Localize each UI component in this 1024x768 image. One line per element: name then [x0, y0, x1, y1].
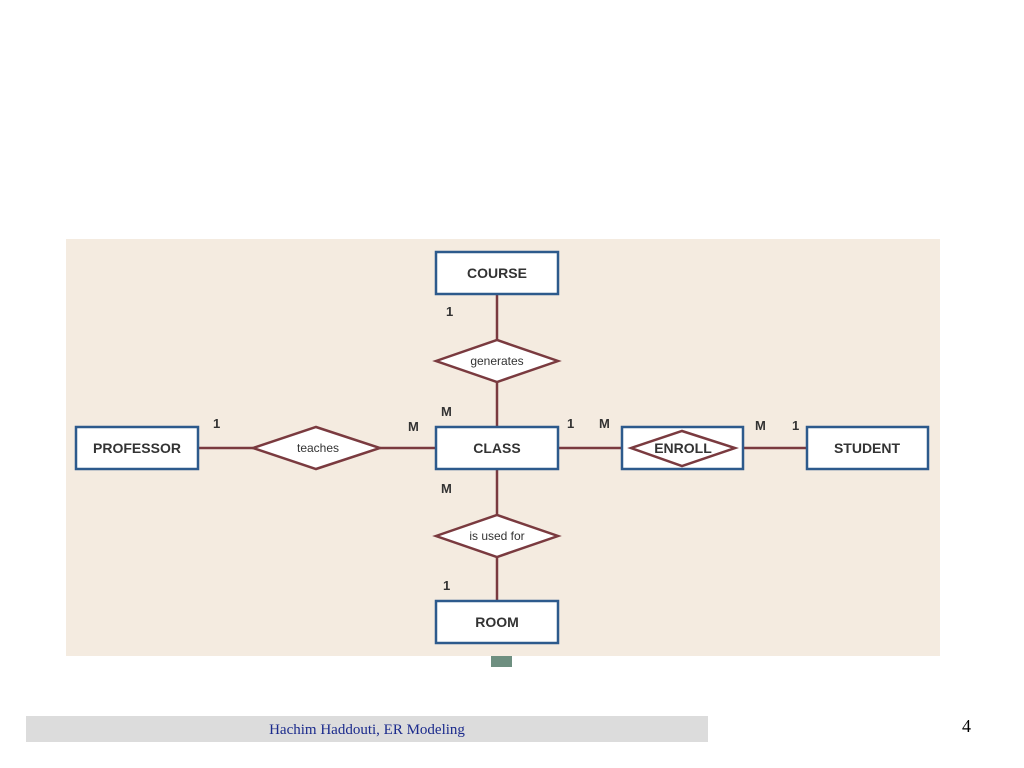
entity-room: ROOM — [434, 599, 560, 645]
cardinality-class-room: M — [441, 481, 452, 496]
relationship-is-used-for: is used for — [432, 513, 562, 559]
relationship-teaches: teaches — [249, 425, 385, 471]
cardinality-enroll-student: M — [755, 418, 766, 433]
entity-course-label: COURSE — [467, 265, 527, 281]
entity-room-label: ROOM — [475, 614, 519, 630]
slide-marker — [491, 656, 512, 667]
cardinality-course-generates: 1 — [446, 304, 453, 319]
cardinality-student-enroll: 1 — [792, 418, 799, 433]
cardinality-enroll-class: M — [599, 416, 610, 431]
entity-course: COURSE — [434, 250, 560, 296]
cardinality-room-class: 1 — [443, 578, 450, 593]
cardinality-professor-teaches: 1 — [213, 416, 220, 431]
relationship-teaches-label: teaches — [297, 441, 339, 455]
entity-professor: PROFESSOR — [74, 425, 200, 471]
page-number: 4 — [962, 716, 971, 736]
entity-student: STUDENT — [805, 425, 930, 471]
enroll-inner-diamond — [627, 429, 739, 468]
entity-class-label: CLASS — [473, 440, 520, 456]
footer-text: Hachim Haddouti, ER Modeling — [269, 722, 465, 738]
entity-enroll: ENROLL — [620, 425, 745, 471]
entity-student-label: STUDENT — [834, 440, 901, 456]
relationship-generates-label: generates — [470, 354, 523, 368]
entity-professor-label: PROFESSOR — [93, 440, 181, 456]
cardinality-class-teaches: M — [408, 419, 419, 434]
relationship-generates: generates — [432, 338, 562, 384]
relationship-is-used-for-label: is used for — [469, 529, 524, 543]
footer-bar — [26, 716, 708, 742]
entity-class: CLASS — [434, 425, 560, 471]
cardinality-class-enroll: 1 — [567, 416, 574, 431]
cardinality-class-generates: M — [441, 404, 452, 419]
entity-enroll-label: ENROLL — [654, 440, 712, 456]
